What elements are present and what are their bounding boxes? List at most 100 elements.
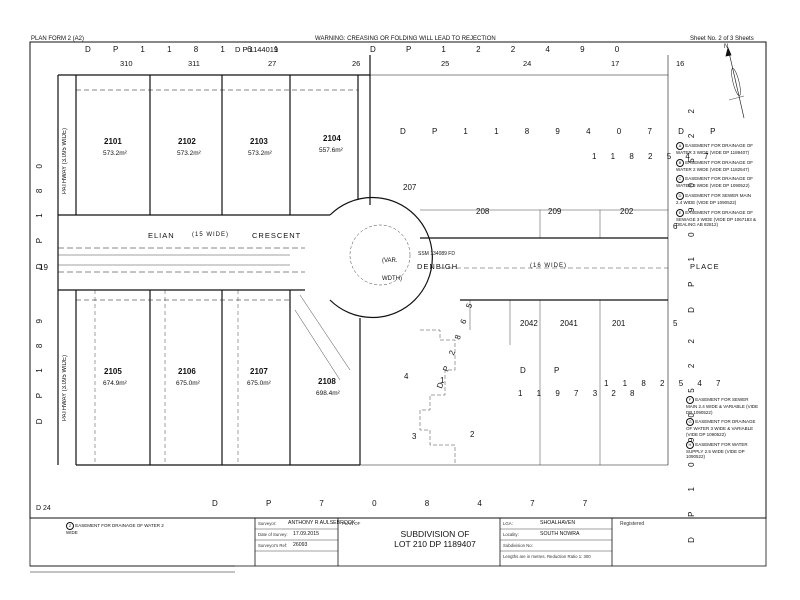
legend-b-symbol: B <box>676 158 684 167</box>
dp-small-label: D P <box>520 366 573 375</box>
lot-209-label: 209 <box>548 207 562 216</box>
lot-207-label: 207 <box>403 183 417 192</box>
legend-e: E EASEMENT FOR DRAINAGE OF SEWAGE 3 WIDE… <box>676 208 758 228</box>
dp-top-left-2: D P 1144019 <box>235 45 279 54</box>
legend-f-symbol: F <box>686 396 694 404</box>
lot-2104-area: 557.6m² <box>319 147 343 154</box>
legend-g-text: EASEMENT FOR DRAINAGE OF WATER 3 WIDE & … <box>686 419 756 437</box>
dp-1189407-label: D P 1 1 8 9 4 0 7 D P <box>400 127 728 136</box>
legend-f-text: EASEMENT FOR SEWER MAIN 2.4 WIDE & VARIA… <box>686 397 759 415</box>
pathway-lower-label: PATHWAY (3.095 WIDE) <box>62 355 68 422</box>
pathway-upper-label: PATHWAY (3.095 WIDE) <box>62 128 68 195</box>
top-lot-25: 25 <box>441 59 450 68</box>
top-lot-310: 310 <box>120 59 133 68</box>
lot-2-label: 2 <box>470 430 475 439</box>
legend-g-symbol: G <box>686 418 694 427</box>
lot-2107-number: 2107 <box>250 367 268 376</box>
lga-label: LGA: <box>503 521 513 526</box>
legend-z-text: EASEMENT FOR DRAINAGE OF WATER 2 WIDE <box>66 523 164 535</box>
lot-2108-number: 2108 <box>318 377 336 386</box>
legend-a-text: EASEMENT FOR DRAINAGE OF WATER 3 WIDE (V… <box>676 143 753 155</box>
lga-value: SHOALHAVEN <box>540 520 576 526</box>
legend-z-symbol: Z <box>66 522 74 530</box>
lot-4-label: 4 <box>404 372 409 381</box>
sheet-number: Sheet No. 2 of 3 Sheets <box>690 36 754 42</box>
legend-h-text: EASEMENT FOR WATER SUPPLY 2.5 WIDE (VIDE… <box>686 441 748 460</box>
legend-g: G EASEMENT FOR DRAINAGE OF WATER 3 WIDE … <box>686 418 760 437</box>
lot-6-label: 6 <box>673 222 678 231</box>
legend-e-text: EASEMENT FOR DRAINAGE OF SEWAGE 3 WIDE (… <box>676 209 757 228</box>
top-lot-17: 17 <box>611 59 620 68</box>
lot-2108-area: 698.4m² <box>316 390 340 397</box>
date-value: 17.09.2015 <box>293 531 319 537</box>
top-lot-27: 27 <box>268 59 277 68</box>
lot-19-label: 19 <box>39 263 48 272</box>
lot-2102-number: 2102 <box>178 137 196 146</box>
plan-title-line2: LOT 210 DP 1189407 <box>394 538 476 549</box>
lot-2106-number: 2106 <box>178 367 196 376</box>
legend-c: C EASEMENT FOR DRAINAGE OF WATER 3 WIDE … <box>676 175 758 189</box>
lot-2103-area: 573.2m² <box>248 150 272 157</box>
date-label: Date of Survey: <box>258 532 288 537</box>
dp-708477-label: D P 7 0 8 4 7 7 <box>212 499 611 508</box>
registered-label: Registered <box>620 521 645 527</box>
locality-label: Locality: <box>503 532 519 537</box>
plan-of-label: PLAN OF <box>342 521 361 526</box>
top-lot-26: 26 <box>352 59 361 68</box>
ssm-label: SSM 134089 FD <box>418 251 455 257</box>
warning-label: WARNING: CREASING OR FOLDING WILL LEAD T… <box>315 36 496 42</box>
legend-e-symbol: E <box>676 208 684 217</box>
lot-2101-area: 573.2m² <box>103 150 127 157</box>
dp-left-upper: D P 1 8 0 <box>35 155 44 270</box>
plan-title-line1: SUBDIVISION OF <box>400 529 470 539</box>
legend-b-text: EASEMENT FOR DRAINAGE OF WATER 2 WIDE (V… <box>676 159 753 172</box>
road-denbigh: DENBIGH <box>417 262 459 271</box>
legend-a: A EASEMENT FOR DRAINAGE OF WATER 3 WIDE … <box>676 142 758 156</box>
lot-2104-number: 2104 <box>323 134 341 143</box>
top-lot-24: 24 <box>523 59 532 68</box>
lot-201-label: 201 <box>612 319 626 328</box>
lot-2101-number: 2101 <box>104 137 122 146</box>
top-lot-311: 311 <box>188 59 200 68</box>
plan-title: SUBDIVISION OF LOT 210 DP 1189407 <box>380 529 490 550</box>
ref-label: Surveyor's Ref: <box>258 543 288 548</box>
lot-2106-area: 675.0m² <box>176 380 200 387</box>
dp-top-left: D P 1 1 8 1 6 1 <box>85 45 289 54</box>
legend-h-symbol: H <box>686 440 694 449</box>
surveyor-value: ANTHONY R AULSEBROOK <box>288 520 356 526</box>
lot-2107-area: 675.0m² <box>247 380 271 387</box>
lot-1-label: 1 <box>440 376 445 385</box>
ref-value: 26093 <box>293 542 308 548</box>
legend-d-symbol: D <box>676 191 684 200</box>
legend-bottom-left: Z EASEMENT FOR DRAINAGE OF WATER 2 WIDE <box>66 522 176 536</box>
road-denbigh-width: (16 WIDE) <box>530 263 568 269</box>
legend-f: F EASEMENT FOR SEWER MAIN 2.4 WIDE & VAR… <box>686 396 760 415</box>
dp-1182547-upper: 1 1 8 2 5 4 7 <box>592 152 715 161</box>
lot-2105-number: 2105 <box>104 367 122 376</box>
lengths-note: Lengths are in metres. Reduction Ratio 1… <box>503 554 591 559</box>
lot-2103-number: 2103 <box>250 137 268 146</box>
top-lot-16: 16 <box>676 59 685 68</box>
subdivision-label: Subdivision No: <box>503 543 533 548</box>
legend-b: B EASEMENT FOR DRAINAGE OF WATER 2 WIDE … <box>676 158 758 173</box>
locality-value: SOUTH NOWRA <box>540 531 580 537</box>
legend-h: H EASEMENT FOR WATER SUPPLY 2.5 WIDE (VI… <box>686 440 760 460</box>
road-place: PLACE <box>690 262 720 271</box>
lot-2102-area: 573.2m² <box>177 150 201 157</box>
lot-24-label: D 24 <box>36 505 51 512</box>
legend-c-text: EASEMENT FOR DRAINAGE OF WATER 3 WIDE (V… <box>676 176 753 189</box>
dp-top-right: D P 1 2 2 4 9 0 <box>370 45 634 54</box>
dp-left-lower: D P 1 8 9 <box>35 310 44 425</box>
legend-d-text: EASEMENT FOR SEWER MAIN 2.4 WIDE (VIDE D… <box>676 192 751 205</box>
road-elian: ELIAN <box>148 231 175 240</box>
road-crescent: CRESCENT <box>252 231 302 240</box>
road-width-label: WDTH) <box>382 276 402 282</box>
dp-1182547-lower: 1 1 8 2 5 4 7 <box>604 379 727 388</box>
legend-d: D EASEMENT FOR SEWER MAIN 2.4 WIDE (VIDE… <box>676 191 758 206</box>
legend-a-symbol: A <box>676 142 684 150</box>
lot-2041-label: 2041 <box>560 319 578 328</box>
legend-top: A EASEMENT FOR DRAINAGE OF WATER 3 WIDE … <box>676 142 758 228</box>
north-label: N <box>724 44 729 50</box>
